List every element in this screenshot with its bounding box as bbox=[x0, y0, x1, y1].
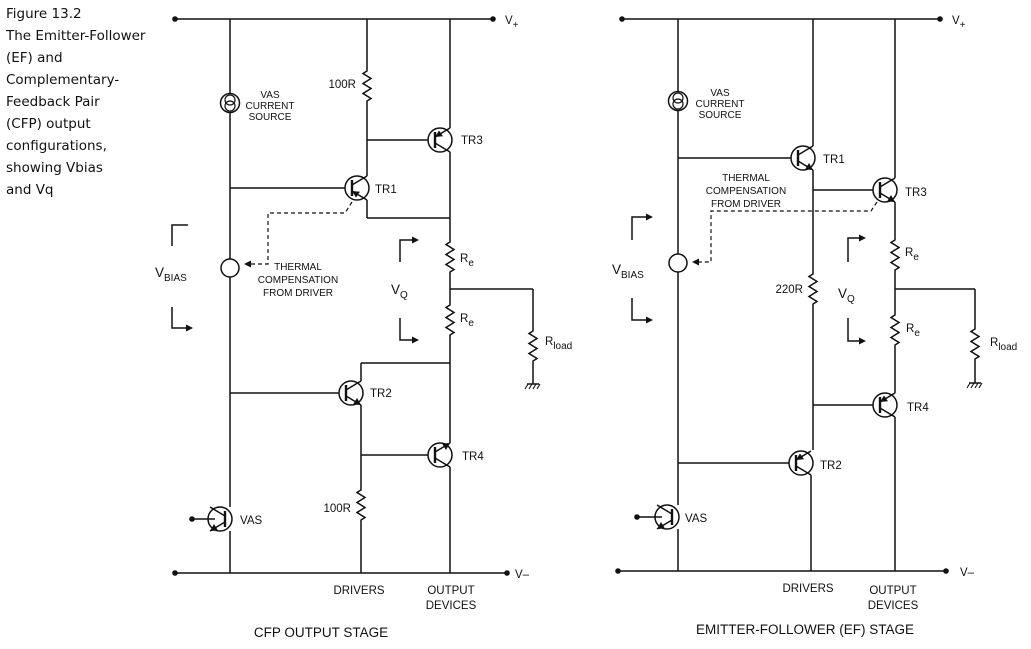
ef-re-upper-resistor-icon bbox=[890, 235, 900, 275]
cfp-thermal-arrow-icon bbox=[244, 260, 251, 268]
cfp-tr1-transistor-icon bbox=[343, 174, 371, 202]
ef-220r-resistor-icon bbox=[808, 269, 818, 309]
ef-tr4-label: TR4 bbox=[907, 402, 929, 414]
ef-tr2-label: TR2 bbox=[820, 460, 842, 472]
ef-vas-source-label: VAS bbox=[710, 88, 730, 99]
ef-rail-terminal-icon bbox=[943, 568, 949, 574]
ef-rload-resistor-icon bbox=[970, 324, 980, 364]
cfp-rail-terminal-icon bbox=[172, 570, 178, 576]
cfp-circuit: V+ V– VAS CURRENT SOURCE 100R TR3 TR1 Re… bbox=[155, 15, 572, 640]
ef-tr3-label: TR3 bbox=[905, 187, 927, 199]
cfp-bias-generator-icon bbox=[220, 258, 240, 278]
cfp-rail-terminal-icon bbox=[172, 16, 178, 22]
figure-number: Figure 13.2 bbox=[6, 6, 82, 22]
cfp-thermal-label: FROM DRIVER bbox=[263, 288, 333, 299]
ef-output-devices-label: DEVICES bbox=[868, 600, 919, 612]
ef-vbias-label: VBIAS bbox=[612, 262, 644, 281]
cfp-rail-terminal-icon bbox=[504, 570, 510, 576]
ef-tr2-transistor-icon bbox=[787, 449, 815, 477]
caption-line: (CFP) output bbox=[6, 116, 91, 132]
cfp-re-lower-resistor-icon bbox=[445, 300, 455, 340]
ef-v-minus-label: V– bbox=[960, 567, 975, 579]
cfp-thermal-label: THERMAL bbox=[274, 262, 322, 273]
cfp-tr4-label: TR4 bbox=[462, 451, 484, 463]
ef-220r-label: 220R bbox=[776, 284, 804, 296]
cfp-100r-bottom-resistor-icon bbox=[356, 485, 366, 525]
ef-re-upper-label: Re bbox=[905, 247, 919, 263]
ef-vas-source-label: CURRENT bbox=[696, 99, 745, 110]
ef-thermal-label: FROM DRIVER bbox=[711, 199, 781, 210]
cfp-re-lower-label: Re bbox=[460, 313, 474, 329]
cfp-output-devices-label: OUTPUT bbox=[427, 585, 474, 597]
cfp-vas-source-label: SOURCE bbox=[249, 112, 292, 123]
ef-thermal-arrow-icon bbox=[692, 258, 699, 266]
ef-thermal-label: THERMAL bbox=[722, 173, 770, 184]
cfp-vas-source-label: VAS bbox=[260, 90, 280, 101]
cfp-vas-current-source-icon bbox=[219, 92, 241, 114]
ef-bias-generator-icon bbox=[668, 253, 688, 273]
cfp-stage-title: CFP OUTPUT STAGE bbox=[254, 625, 388, 640]
ef-re-lower-resistor-icon bbox=[890, 310, 900, 350]
ef-vq-label: VQ bbox=[838, 286, 855, 305]
caption-line: Complementary- bbox=[6, 72, 120, 88]
ef-rail-terminal-icon bbox=[615, 568, 621, 574]
cfp-tr2-label: TR2 bbox=[370, 388, 392, 400]
ef-stage-title: EMITTER-FOLLOWER (EF) STAGE bbox=[696, 622, 914, 637]
cfp-thermal-label: COMPENSATION bbox=[258, 275, 338, 286]
ef-rload-label: Rload bbox=[990, 337, 1017, 353]
ef-tr1-transistor-icon bbox=[789, 144, 817, 172]
ef-v-plus-label: V+ bbox=[952, 15, 966, 31]
cfp-tr3-label: TR3 bbox=[461, 135, 483, 147]
ef-tr4-transistor-icon bbox=[871, 391, 899, 419]
ef-vas-label: VAS bbox=[685, 513, 707, 525]
caption-line: Feedback Pair bbox=[6, 94, 100, 110]
cfp-re-upper-resistor-icon bbox=[445, 237, 455, 277]
cfp-vbias-label: VBIAS bbox=[155, 265, 187, 284]
cfp-rload-resistor-icon bbox=[528, 326, 538, 366]
caption-line: The Emitter-Follower bbox=[6, 28, 146, 44]
caption-line: and Vq bbox=[6, 182, 54, 198]
ef-drivers-label: DRIVERS bbox=[782, 583, 833, 595]
cfp-vas-source-label: CURRENT bbox=[246, 101, 295, 112]
cfp-tr1-label: TR1 bbox=[375, 184, 397, 196]
cfp-rload-label: Rload bbox=[545, 336, 572, 352]
cfp-vas-label: VAS bbox=[240, 515, 262, 527]
ef-tr1-label: TR1 bbox=[823, 154, 845, 166]
figure-caption: Figure 13.2 The Emitter-Follower (EF) an… bbox=[6, 3, 156, 201]
cfp-tr2-transistor-icon bbox=[337, 379, 365, 407]
ef-rail-terminal-icon bbox=[937, 16, 943, 22]
cfp-100r-bottom-label: 100R bbox=[324, 503, 352, 515]
ef-ground-icon bbox=[966, 382, 983, 389]
cfp-re-upper-label: Re bbox=[460, 253, 474, 269]
cfp-tr3-transistor-icon bbox=[426, 126, 454, 154]
cfp-vq-label: VQ bbox=[391, 282, 408, 301]
cfp-v-plus-label: V+ bbox=[505, 15, 519, 31]
cfp-100r-top-label: 100R bbox=[329, 79, 357, 91]
cfp-drivers-label: DRIVERS bbox=[333, 585, 384, 597]
ef-vas-current-source-icon bbox=[667, 90, 689, 112]
cfp-ground-icon bbox=[524, 383, 541, 390]
cfp-100r-top-resistor-icon bbox=[362, 66, 372, 106]
ef-tr3-transistor-icon bbox=[871, 176, 899, 204]
cfp-rail-terminal-icon bbox=[490, 16, 496, 22]
ef-rail-terminal-icon bbox=[619, 16, 625, 22]
cfp-v-minus-label: V– bbox=[515, 569, 530, 581]
cfp-output-devices-label: DEVICES bbox=[426, 600, 477, 612]
cfp-tr4-transistor-icon bbox=[426, 441, 454, 469]
ef-output-devices-label: OUTPUT bbox=[869, 585, 916, 597]
ef-thermal-label: COMPENSATION bbox=[706, 186, 786, 197]
ef-circuit: V+ V– VAS CURRENT SOURCE TR1 THERMAL COM… bbox=[612, 15, 1017, 637]
ef-vas-source-label: SOURCE bbox=[699, 110, 742, 121]
caption-line: configurations, bbox=[6, 138, 107, 154]
ef-re-lower-label: Re bbox=[906, 323, 920, 339]
caption-line: showing Vbias bbox=[6, 160, 103, 176]
caption-line: (EF) and bbox=[6, 50, 63, 66]
